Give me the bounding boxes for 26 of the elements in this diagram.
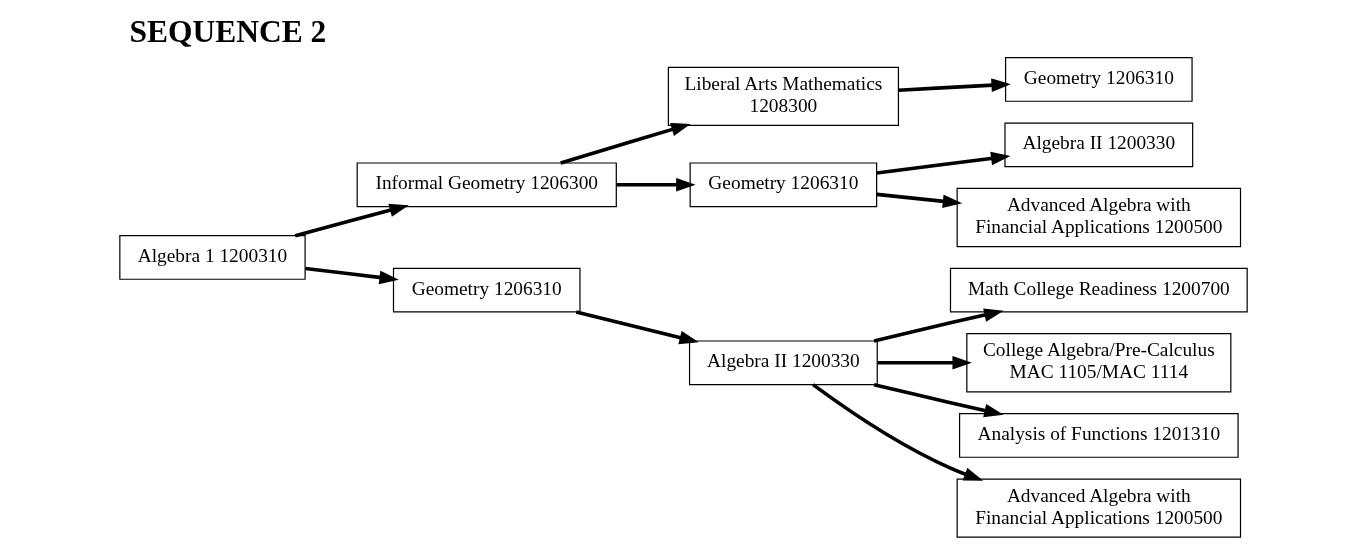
node-box: Geometry 1206310	[1005, 57, 1193, 102]
arrow	[616, 178, 696, 192]
node-box: Algebra 1 1200310	[119, 235, 306, 280]
arrow	[575, 310, 699, 345]
arrow	[876, 151, 1011, 175]
arrow	[876, 192, 963, 209]
node-box: Advanced Algebra with Financial Applications 1200500	[956, 478, 1242, 538]
arrow	[560, 123, 691, 165]
node-box: Analysis of Functions 1201310	[958, 413, 1239, 458]
node-box: Algebra II 1200330	[688, 340, 878, 386]
node-box: Math College Readiness 1200700	[949, 267, 1248, 313]
arrow	[294, 203, 409, 238]
diagram-title: SEQUENCE 2	[129, 13, 327, 49]
node-box: Liberal Arts Mathematics 1208300	[667, 66, 900, 127]
arrow	[877, 356, 972, 370]
node-box: Algebra II 1200330	[1004, 122, 1194, 168]
arrow	[873, 382, 1004, 418]
arrow	[812, 383, 984, 481]
node-box: Geometry 1206310	[392, 267, 581, 313]
node-box: Advanced Algebra with Financial Applications 1200500	[956, 187, 1242, 248]
node-box: Informal Geometry 1206300	[356, 162, 617, 208]
node-box: College Algebra/Pre-Calculus MAC 1105/MAC 1114	[966, 333, 1232, 393]
node-box: Geometry 1206310	[689, 162, 878, 208]
arrow	[305, 266, 399, 285]
arrow	[873, 308, 1004, 343]
arrow	[898, 78, 1011, 93]
